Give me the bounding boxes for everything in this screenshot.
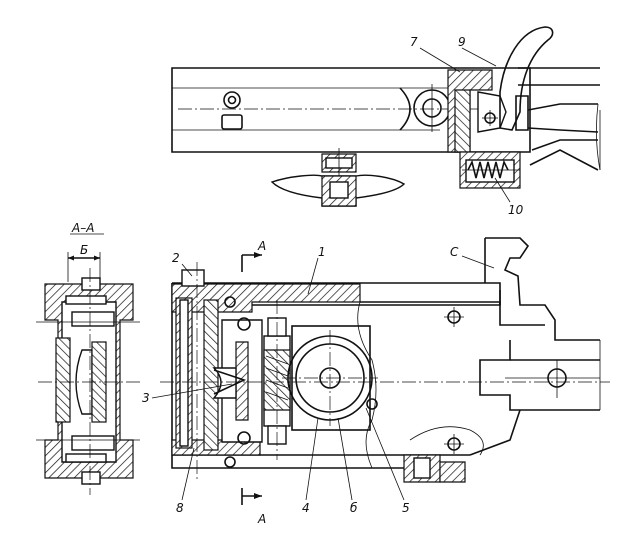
callout-c: С <box>450 245 459 259</box>
callout-6: б <box>350 501 358 515</box>
callout-9: 9 <box>458 35 466 49</box>
cut-marker-top: А <box>257 239 266 253</box>
callout-4: 4 <box>302 501 310 515</box>
dimension-b-label: Б <box>80 243 88 257</box>
cut-marker-bottom: А <box>257 512 266 526</box>
callout-2: 2 <box>172 251 180 265</box>
callout-3: 3 <box>142 391 150 405</box>
callout-10: 10 <box>508 203 524 217</box>
main-view <box>160 237 610 505</box>
top-view <box>171 26 601 207</box>
callout-1: 1 <box>318 245 326 259</box>
labels: А–А Б А А 1 2 3 4 5 б 7 8 9 10 С <box>71 35 524 526</box>
section-title: А–А <box>71 221 94 235</box>
callout-7: 7 <box>410 35 418 49</box>
callout-8: 8 <box>176 501 184 515</box>
leader-lines <box>70 47 511 501</box>
section-a-a <box>36 252 142 495</box>
callout-5: 5 <box>402 501 410 515</box>
